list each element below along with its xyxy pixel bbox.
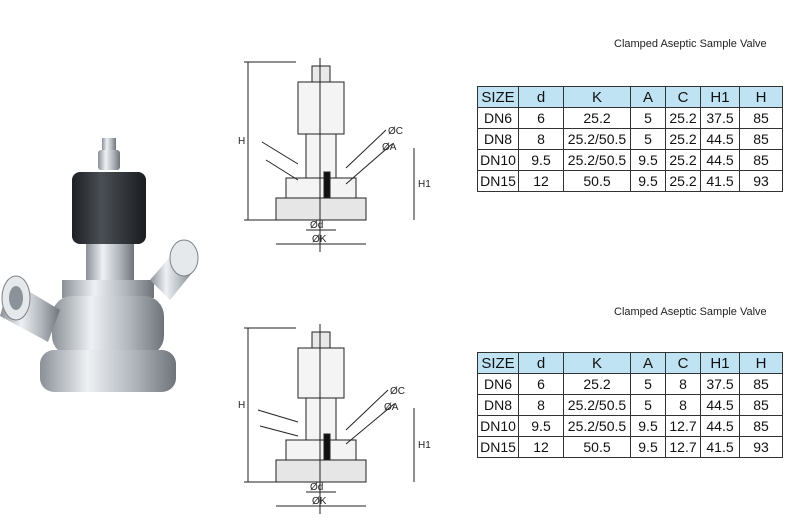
cell: 12 bbox=[518, 436, 564, 458]
cell: 50.5 bbox=[563, 170, 631, 192]
cell: 12 bbox=[518, 170, 564, 192]
cell: 85 bbox=[739, 373, 783, 395]
label-h-2: H bbox=[238, 400, 245, 411]
table-row: DN6 6 25.2 5 8 37.5 85 bbox=[477, 373, 783, 395]
col-header: SIZE bbox=[477, 86, 519, 108]
cell: 44.5 bbox=[700, 394, 740, 416]
label-diam-k-2: ØK bbox=[312, 496, 327, 507]
cell: 9.5 bbox=[630, 170, 666, 192]
cell: 8 bbox=[518, 394, 564, 416]
cell: 12.7 bbox=[665, 415, 701, 437]
table-header-row: SIZE d K A C H1 H bbox=[477, 352, 783, 374]
label-diam-k: ØK bbox=[312, 234, 327, 245]
label-diam-d-2: Ød bbox=[310, 482, 323, 493]
cell: DN8 bbox=[477, 128, 519, 150]
cell: 25.2 bbox=[665, 170, 701, 192]
cell: 44.5 bbox=[700, 415, 740, 437]
cell: 12.7 bbox=[665, 436, 701, 458]
label-h: H bbox=[238, 136, 245, 147]
cell: 25.2/50.5 bbox=[563, 149, 631, 171]
label-diam-c-2: ØC bbox=[390, 386, 405, 397]
cell: 25.2 bbox=[563, 373, 631, 395]
technical-drawing-top: H H1 Ød ØK ØC ØA bbox=[238, 58, 431, 252]
cell: 5 bbox=[630, 373, 666, 395]
label-diam-a-2: ØA bbox=[384, 402, 399, 413]
cell: DN10 bbox=[477, 415, 519, 437]
cell: DN8 bbox=[477, 394, 519, 416]
cell: 9.5 bbox=[630, 436, 666, 458]
cell: 41.5 bbox=[700, 436, 740, 458]
col-header: K bbox=[563, 86, 631, 108]
cell: 6 bbox=[518, 373, 564, 395]
col-header: H1 bbox=[700, 86, 740, 108]
cell: 25.2/50.5 bbox=[563, 394, 631, 416]
col-header: A bbox=[630, 86, 666, 108]
spec-table-1: SIZE d K A C H1 H DN6 6 25.2 5 25.2 37.5… bbox=[477, 86, 783, 192]
col-header: H1 bbox=[700, 352, 740, 374]
cell: 9.5 bbox=[518, 149, 564, 171]
label-h1: H1 bbox=[418, 179, 431, 190]
table-row: DN6 6 25.2 5 25.2 37.5 85 bbox=[477, 107, 783, 129]
cell: 9.5 bbox=[630, 415, 666, 437]
cell: 85 bbox=[739, 149, 783, 171]
col-header: SIZE bbox=[477, 352, 519, 374]
cell: 44.5 bbox=[700, 149, 740, 171]
cell: 9.5 bbox=[518, 415, 564, 437]
cell: 5 bbox=[630, 128, 666, 150]
cell: DN10 bbox=[477, 149, 519, 171]
cell: 9.5 bbox=[630, 149, 666, 171]
cell: 6 bbox=[518, 107, 564, 129]
label-h1-2: H1 bbox=[418, 440, 431, 451]
cell: 85 bbox=[739, 128, 783, 150]
cell: 44.5 bbox=[700, 128, 740, 150]
col-header: C bbox=[665, 352, 701, 374]
cell: 25.2 bbox=[665, 149, 701, 171]
cell: DN6 bbox=[477, 373, 519, 395]
table-row: DN15 12 50.5 9.5 12.7 41.5 93 bbox=[477, 436, 783, 458]
col-header: H bbox=[739, 86, 783, 108]
cell: 25.2 bbox=[563, 107, 631, 129]
cell: 85 bbox=[739, 107, 783, 129]
technical-drawing-bottom: H H1 Ød ØK ØC ØA bbox=[238, 324, 431, 514]
cell: 25.2/50.5 bbox=[563, 128, 631, 150]
table-header-row: SIZE d K A C H1 H bbox=[477, 86, 783, 108]
cell: 93 bbox=[739, 436, 783, 458]
cell: DN15 bbox=[477, 436, 519, 458]
cell: 25.2/50.5 bbox=[563, 415, 631, 437]
cell: 25.2 bbox=[665, 107, 701, 129]
label-diam-a: ØA bbox=[382, 142, 397, 153]
cell: 37.5 bbox=[700, 373, 740, 395]
cell: 93 bbox=[739, 170, 783, 192]
cell: 5 bbox=[630, 107, 666, 129]
table-row: DN8 8 25.2/50.5 5 25.2 44.5 85 bbox=[477, 128, 783, 150]
table-row: DN8 8 25.2/50.5 5 8 44.5 85 bbox=[477, 394, 783, 416]
col-header: d bbox=[518, 352, 564, 374]
cell: 8 bbox=[665, 373, 701, 395]
cell: DN15 bbox=[477, 170, 519, 192]
cell: 8 bbox=[665, 394, 701, 416]
cell: 8 bbox=[518, 128, 564, 150]
col-header: C bbox=[665, 86, 701, 108]
cell: 50.5 bbox=[563, 436, 631, 458]
label-diam-d: Ød bbox=[310, 220, 323, 231]
cell: 85 bbox=[739, 415, 783, 437]
valve-product-photo bbox=[0, 138, 199, 392]
col-header: K bbox=[563, 352, 631, 374]
col-header: d bbox=[518, 86, 564, 108]
label-diam-c: ØC bbox=[388, 126, 403, 137]
col-header: H bbox=[739, 352, 783, 374]
table-row: DN10 9.5 25.2/50.5 9.5 12.7 44.5 85 bbox=[477, 415, 783, 437]
table-2-caption: Clamped Aseptic Sample Valve bbox=[614, 306, 767, 318]
table-row: DN10 9.5 25.2/50.5 9.5 25.2 44.5 85 bbox=[477, 149, 783, 171]
col-header: A bbox=[630, 352, 666, 374]
cell: 5 bbox=[630, 394, 666, 416]
table-row: DN15 12 50.5 9.5 25.2 41.5 93 bbox=[477, 170, 783, 192]
spec-table-2: SIZE d K A C H1 H DN6 6 25.2 5 8 37.5 85… bbox=[477, 352, 783, 458]
cell: DN6 bbox=[477, 107, 519, 129]
cell: 41.5 bbox=[700, 170, 740, 192]
cell: 25.2 bbox=[665, 128, 701, 150]
cell: 85 bbox=[739, 394, 783, 416]
cell: 37.5 bbox=[700, 107, 740, 129]
table-1-caption: Clamped Aseptic Sample Valve bbox=[614, 38, 767, 50]
